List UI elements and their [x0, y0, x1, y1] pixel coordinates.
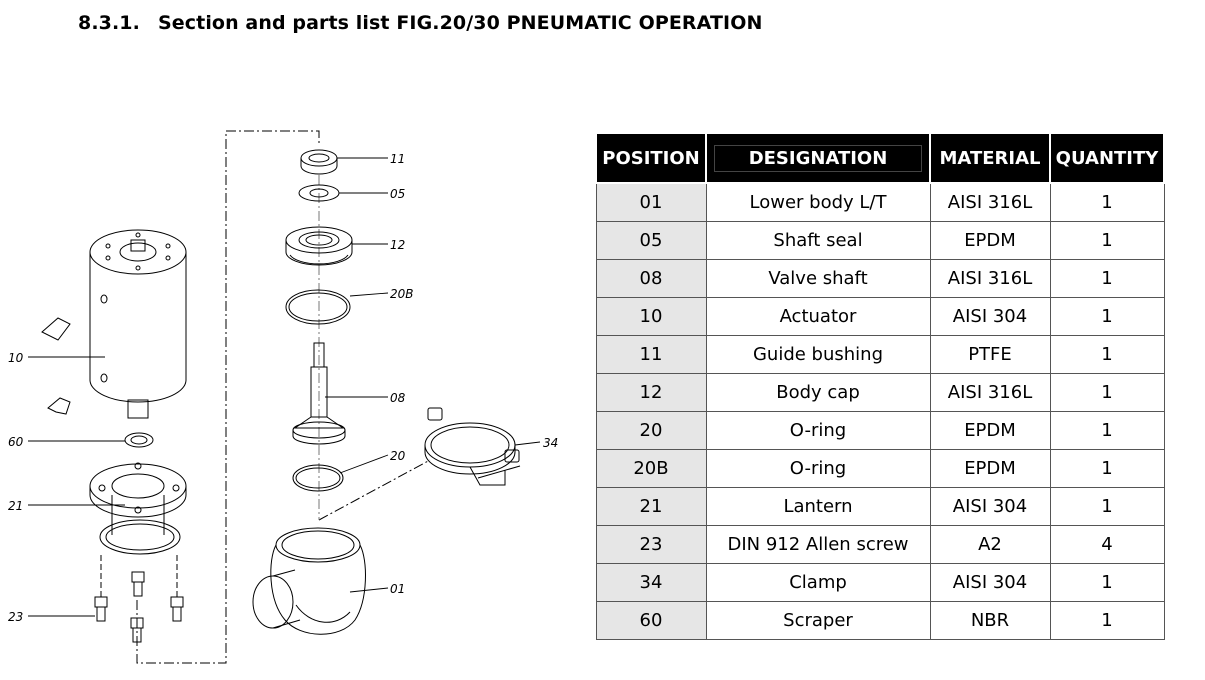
designation-cell: Body cap: [705, 373, 931, 412]
callout-05: 05: [390, 187, 405, 201]
assembly-guide-line: [136, 130, 320, 664]
material-cell: AISI 304: [929, 297, 1051, 336]
position-cell: 12: [595, 373, 707, 412]
section-heading: 8.3.1. Section and parts list FIG.20/30 P…: [78, 12, 762, 34]
designation-cell: Clamp: [705, 563, 931, 602]
designation-cell: Actuator: [705, 297, 931, 336]
quantity-cell: 1: [1049, 411, 1165, 450]
lantern-part: [89, 462, 187, 555]
quantity-cell: 1: [1049, 297, 1165, 336]
material-cell: AISI 304: [929, 487, 1051, 526]
table-row: 10 Actuator AISI 304 1: [595, 297, 1165, 336]
callout-01: 01: [390, 582, 405, 596]
quantity-cell: 1: [1049, 259, 1165, 298]
callout-10: 10: [8, 351, 24, 365]
position-cell: 60: [595, 601, 707, 640]
exploded-view-drawing: 11 05 12 20B 08 20 01 34 10 60 21 23: [8, 130, 558, 664]
table-row: 21 Lantern AISI 304 1: [595, 487, 1165, 526]
quantity-cell: 1: [1049, 601, 1165, 640]
callout-20b: 20B: [390, 287, 414, 301]
quantity-cell: 1: [1049, 563, 1165, 602]
material-cell: AISI 316L: [929, 373, 1051, 412]
table-row: 60 Scraper NBR 1: [595, 601, 1165, 640]
position-cell: 11: [595, 335, 707, 374]
callout-08: 08: [390, 391, 406, 405]
column-header-designation: DESIGNATION: [705, 132, 931, 184]
callout-60: 60: [8, 435, 24, 449]
table-row: 11 Guide bushing PTFE 1: [595, 335, 1165, 374]
position-cell: 08: [595, 259, 707, 298]
material-cell: A2: [929, 525, 1051, 564]
lower-body-part: [252, 527, 366, 635]
o-ring-20-part: [292, 464, 344, 492]
material-cell: EPDM: [929, 411, 1051, 450]
material-cell: NBR: [929, 601, 1051, 640]
table-row: 12 Body cap AISI 316L 1: [595, 373, 1165, 412]
quantity-cell: 1: [1049, 487, 1165, 526]
callout-23: 23: [8, 610, 23, 624]
callout-11: 11: [390, 152, 405, 166]
quantity-cell: 1: [1049, 449, 1165, 488]
clamp-guide-line: [318, 459, 431, 521]
quantity-cell: 1: [1049, 373, 1165, 412]
designation-cell: Scraper: [705, 601, 931, 640]
position-cell: 20B: [595, 449, 707, 488]
designation-cell: Lower body L/T: [705, 182, 931, 222]
actuator-part: [41, 229, 187, 419]
material-cell: AISI 304: [929, 563, 1051, 602]
table-row: 20 O-ring EPDM 1: [595, 411, 1165, 450]
column-header-position: POSITION: [595, 132, 707, 184]
position-cell: 10: [595, 297, 707, 336]
quantity-cell: 1: [1049, 221, 1165, 260]
section-number: 8.3.1.: [78, 12, 140, 34]
table-header-row: POSITION DESIGNATION MATERIAL QUANTITY: [595, 132, 1165, 184]
parts-list-table: POSITION DESIGNATION MATERIAL QUANTITY 0…: [595, 132, 1165, 640]
position-cell: 21: [595, 487, 707, 526]
position-cell: 20: [595, 411, 707, 450]
scraper-part: [124, 432, 154, 448]
quantity-cell: 1: [1049, 182, 1165, 222]
designation-cell: Lantern: [705, 487, 931, 526]
table-row: 01 Lower body L/T AISI 316L 1: [595, 182, 1165, 222]
table-row: 34 Clamp AISI 304 1: [595, 563, 1165, 602]
quantity-cell: 1: [1049, 335, 1165, 374]
guide-bushing-part: [300, 149, 338, 175]
table-row: 23 DIN 912 Allen screw A2 4: [595, 525, 1165, 564]
allen-screws-part: [94, 555, 184, 643]
callout-34: 34: [543, 436, 558, 450]
material-cell: AISI 316L: [929, 182, 1051, 222]
table-row: 05 Shaft seal EPDM 1: [595, 221, 1165, 260]
designation-cell: O-ring: [705, 449, 931, 488]
clamp-part: [424, 407, 521, 486]
material-cell: PTFE: [929, 335, 1051, 374]
material-cell: AISI 316L: [929, 259, 1051, 298]
designation-cell: DIN 912 Allen screw: [705, 525, 931, 564]
designation-cell: Guide bushing: [705, 335, 931, 374]
body-cap-part: [285, 226, 353, 266]
position-cell: 23: [595, 525, 707, 564]
position-cell: 34: [595, 563, 707, 602]
callout-12: 12: [390, 238, 405, 252]
position-cell: 05: [595, 221, 707, 260]
position-cell: 01: [595, 182, 707, 222]
designation-header-label: DESIGNATION: [714, 144, 922, 172]
column-header-quantity: QUANTITY: [1049, 132, 1165, 184]
column-header-material: MATERIAL: [929, 132, 1051, 184]
section-title: Section and parts list FIG.20/30 PNEUMAT…: [158, 12, 763, 34]
material-cell: EPDM: [929, 449, 1051, 488]
callout-21: 21: [8, 499, 23, 513]
quantity-cell: 4: [1049, 525, 1165, 564]
table-row: 20B O-ring EPDM 1: [595, 449, 1165, 488]
designation-cell: Valve shaft: [705, 259, 931, 298]
material-cell: EPDM: [929, 221, 1051, 260]
valve-shaft-part: [292, 342, 346, 445]
callout-20: 20: [390, 449, 406, 463]
designation-cell: O-ring: [705, 411, 931, 450]
designation-cell: Shaft seal: [705, 221, 931, 260]
table-row: 08 Valve shaft AISI 316L 1: [595, 259, 1165, 298]
o-ring-20b-part: [285, 289, 351, 325]
